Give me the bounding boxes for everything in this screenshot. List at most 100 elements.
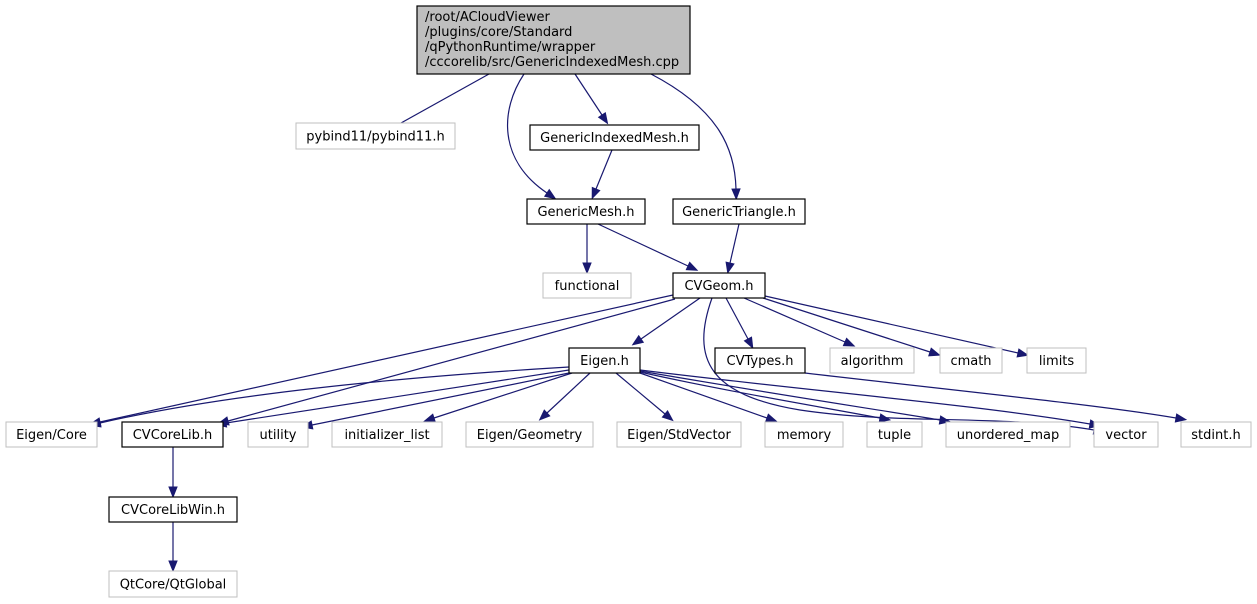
edge-eigen-h-to-cvcorelib-h (214, 369, 570, 428)
node-eigen-h[interactable]: Eigen.h (568, 347, 641, 374)
node-box (295, 122, 456, 150)
node-label: initializer_list (344, 428, 429, 443)
node-utility: utility (247, 421, 309, 448)
node-unordered-map: unordered_map (945, 421, 1071, 448)
node-eigen-core: Eigen/Core (5, 421, 98, 448)
node-cvcorelibwin-h[interactable]: CVCoreLibWin.h (108, 496, 238, 523)
node-label: CVTypes.h (727, 354, 794, 369)
node-box (526, 198, 646, 225)
edge-cvgeom-h-to-cvtypes-h (725, 297, 754, 349)
node-genericindexedmesh-h[interactable]: GenericIndexedMesh.h (529, 124, 700, 151)
node-cvcorelib-h[interactable]: CVCoreLib.h (121, 421, 224, 448)
node-box (829, 347, 915, 374)
node-label: unordered_map (957, 428, 1060, 443)
arrowhead-icon (538, 409, 551, 421)
node-box (121, 421, 224, 448)
node-label: /root/ACloudViewer (425, 10, 550, 25)
node-cvgeom-h[interactable]: CVGeom.h (672, 272, 766, 299)
arrowhead-icon (764, 413, 778, 423)
node-qtcore-qtglobal: QtCore/QtGlobal (108, 570, 238, 598)
edge-cvcorelibwin-h-to-qtcore-qtglobal (168, 522, 178, 573)
node-label: algorithm (841, 354, 904, 369)
node-initializer-list: initializer_list (331, 421, 443, 448)
edge-genericindexedmesh-h-to-genericmesh-h (591, 149, 613, 200)
node-label: memory (777, 428, 832, 443)
node-box (1093, 421, 1159, 448)
edge-generictriangle-h-to-cvgeom-h (725, 223, 740, 275)
node-box (672, 198, 806, 225)
arrowhead-icon (743, 336, 754, 349)
edge-eigen-h-to-utility (300, 372, 570, 430)
arrowhead-icon (631, 334, 645, 346)
node-label: limits (1039, 354, 1075, 369)
node-genericmesh-h[interactable]: GenericMesh.h (526, 198, 646, 225)
node-label: GenericIndexedMesh.h (540, 131, 689, 146)
edge-eigen-h-to-eigen-stdvector (615, 372, 674, 422)
arrowhead-icon (842, 337, 856, 347)
node-box (714, 347, 806, 374)
edge-cvgeom-h-to-cmath (762, 297, 941, 357)
arrowhead-icon (685, 261, 699, 271)
arrowhead-icon (731, 188, 741, 201)
node-label: stdint.h (1191, 428, 1240, 443)
node-label: tuple (878, 428, 911, 443)
edge-cvgeom-h-to-eigen-h (631, 297, 701, 346)
edge-eigen-h-to-memory (639, 372, 778, 423)
node-root[interactable]: /root/ACloudViewer/plugins/core/Standard… (416, 5, 691, 75)
node-box (945, 421, 1071, 448)
node-label: GenericTriangle.h (682, 205, 796, 220)
node-eigen-stdvector: Eigen/StdVector (616, 421, 742, 448)
arrowhead-icon (725, 261, 735, 275)
node-label: pybind11/pybind11.h (306, 130, 444, 145)
node-limits: limits (1026, 347, 1087, 374)
node-box (108, 496, 238, 523)
node-label: cmath (950, 354, 991, 369)
node-label: QtCore/QtGlobal (120, 578, 227, 593)
node-box (616, 421, 742, 448)
edge-root-to-generictriangle-h (650, 73, 741, 201)
edge-cvgeom-h-to-limits (764, 295, 1030, 358)
arrowhead-icon (582, 262, 592, 275)
node-box (465, 421, 594, 448)
arrowhead-icon (928, 347, 941, 357)
node-pybind11: pybind11/pybind11.h (295, 122, 456, 150)
node-label: Eigen/Geometry (477, 428, 583, 443)
arrowhead-icon (661, 410, 674, 422)
node-vector: vector (1093, 421, 1159, 448)
arrowhead-icon (1016, 348, 1030, 358)
edge-eigen-h-to-initializer-list (423, 372, 573, 423)
arrowhead-icon (591, 186, 601, 200)
node-label: Eigen.h (580, 354, 629, 369)
node-label: /cccorelib/src/GenericIndexedMesh.cpp (425, 55, 679, 70)
node-label: functional (555, 279, 620, 294)
node-label: Eigen/StdVector (627, 428, 731, 443)
node-box (764, 421, 844, 448)
node-label: CVCoreLib.h (133, 428, 213, 443)
node-generictriangle-h[interactable]: GenericTriangle.h (672, 198, 806, 225)
edge-cvtypes-h-to-stdint-h (804, 372, 1188, 423)
node-functional: functional (542, 272, 632, 299)
node-memory: memory (764, 421, 844, 448)
node-label: CVGeom.h (684, 279, 753, 294)
node-algorithm: algorithm (829, 347, 915, 374)
edge-cvcorelib-h-to-cvcorelibwin-h (168, 447, 178, 499)
node-box (939, 347, 1003, 374)
node-cmath: cmath (939, 347, 1003, 374)
node-label: GenericMesh.h (537, 205, 634, 220)
edge-genericmesh-h-to-functional (582, 224, 592, 275)
edge-eigen-h-to-tuple (639, 371, 892, 423)
node-box (1026, 347, 1087, 374)
node-label: /plugins/core/Standard (425, 25, 572, 40)
node-box (568, 347, 641, 374)
node-label: /qPythonRuntime/wrapper (425, 40, 596, 55)
node-box (542, 272, 632, 299)
edge-root-to-genericindexedmesh-h (574, 73, 609, 125)
node-label: CVCoreLibWin.h (121, 503, 225, 518)
arrowhead-icon (543, 188, 557, 200)
node-eigen-geometry: Eigen/Geometry (465, 421, 594, 448)
edge-genericmesh-h-to-cvgeom-h (597, 223, 699, 271)
node-cvtypes-h[interactable]: CVTypes.h (714, 347, 806, 374)
edge-cvgeom-h-to-algorithm (743, 297, 856, 347)
node-label: vector (1105, 428, 1147, 443)
